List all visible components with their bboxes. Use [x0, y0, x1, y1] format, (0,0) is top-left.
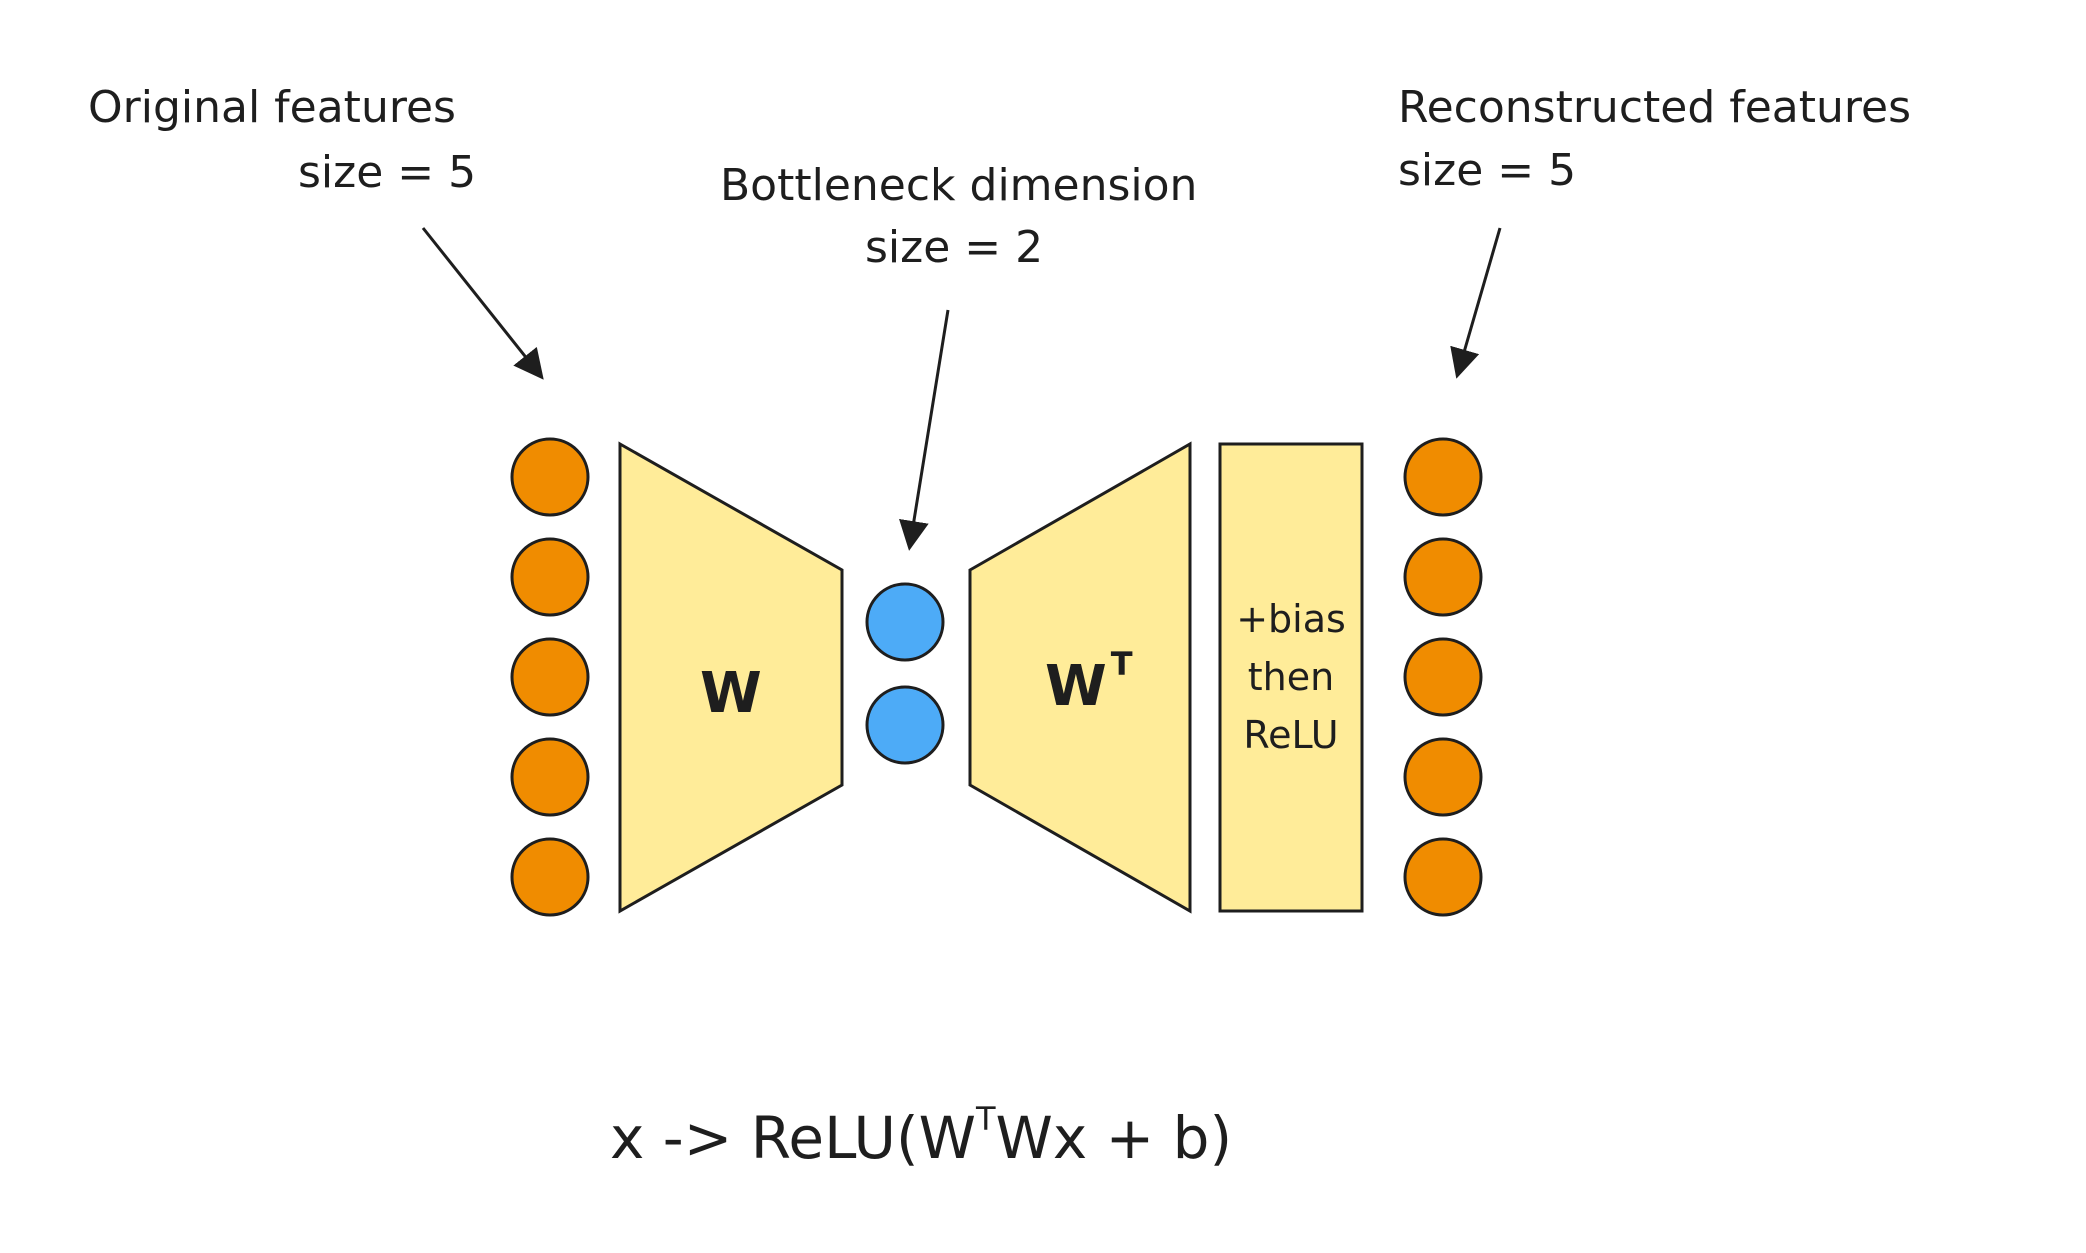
original-features-size: size = 5 — [298, 147, 476, 198]
reconstructed-features-arrow — [1450, 227, 1502, 379]
input-node-4 — [510, 737, 590, 817]
input-node-1 — [510, 437, 590, 517]
input-node-5 — [510, 837, 590, 917]
bias-label-line1: +bias — [1236, 597, 1346, 641]
decoder-label-base: W — [1045, 654, 1107, 719]
output-node-3 — [1403, 637, 1483, 717]
formula-superscript: T — [975, 1100, 996, 1138]
bottleneck-arrow — [899, 309, 950, 551]
bottleneck-node-1 — [865, 582, 945, 662]
original-features-arrow — [421, 227, 544, 380]
bottleneck-title: Bottleneck dimension — [720, 160, 1197, 211]
reconstructed-features-title: Reconstructed features — [1398, 82, 1911, 133]
decoder-block — [968, 441, 1192, 914]
formula-prefix: x -> ReLU(W — [610, 1104, 976, 1172]
decoder-label-superscript: T — [1111, 645, 1133, 683]
bias-relu-block — [1218, 442, 1364, 913]
bottleneck-nodes — [865, 582, 945, 765]
output-nodes — [1403, 437, 1483, 917]
encoder-block — [618, 441, 844, 914]
output-node-2 — [1403, 537, 1483, 617]
output-node-1 — [1403, 437, 1483, 517]
original-features-title: Original features — [88, 82, 456, 133]
bias-label-line3: ReLU — [1243, 713, 1338, 757]
output-node-5 — [1403, 837, 1483, 917]
input-node-3 — [510, 637, 590, 717]
output-node-4 — [1403, 737, 1483, 817]
formula-suffix: Wx + b) — [996, 1104, 1233, 1172]
bottleneck-node-2 — [865, 685, 945, 765]
bias-label-line2: then — [1248, 655, 1334, 699]
input-node-2 — [510, 537, 590, 617]
bottleneck-size: size = 2 — [865, 222, 1043, 273]
input-nodes — [510, 437, 590, 917]
encoder-label: W — [700, 661, 762, 726]
formula: x -> ReLU(WTWx + b) — [610, 1100, 1232, 1172]
reconstructed-features-size: size = 5 — [1398, 145, 1576, 196]
